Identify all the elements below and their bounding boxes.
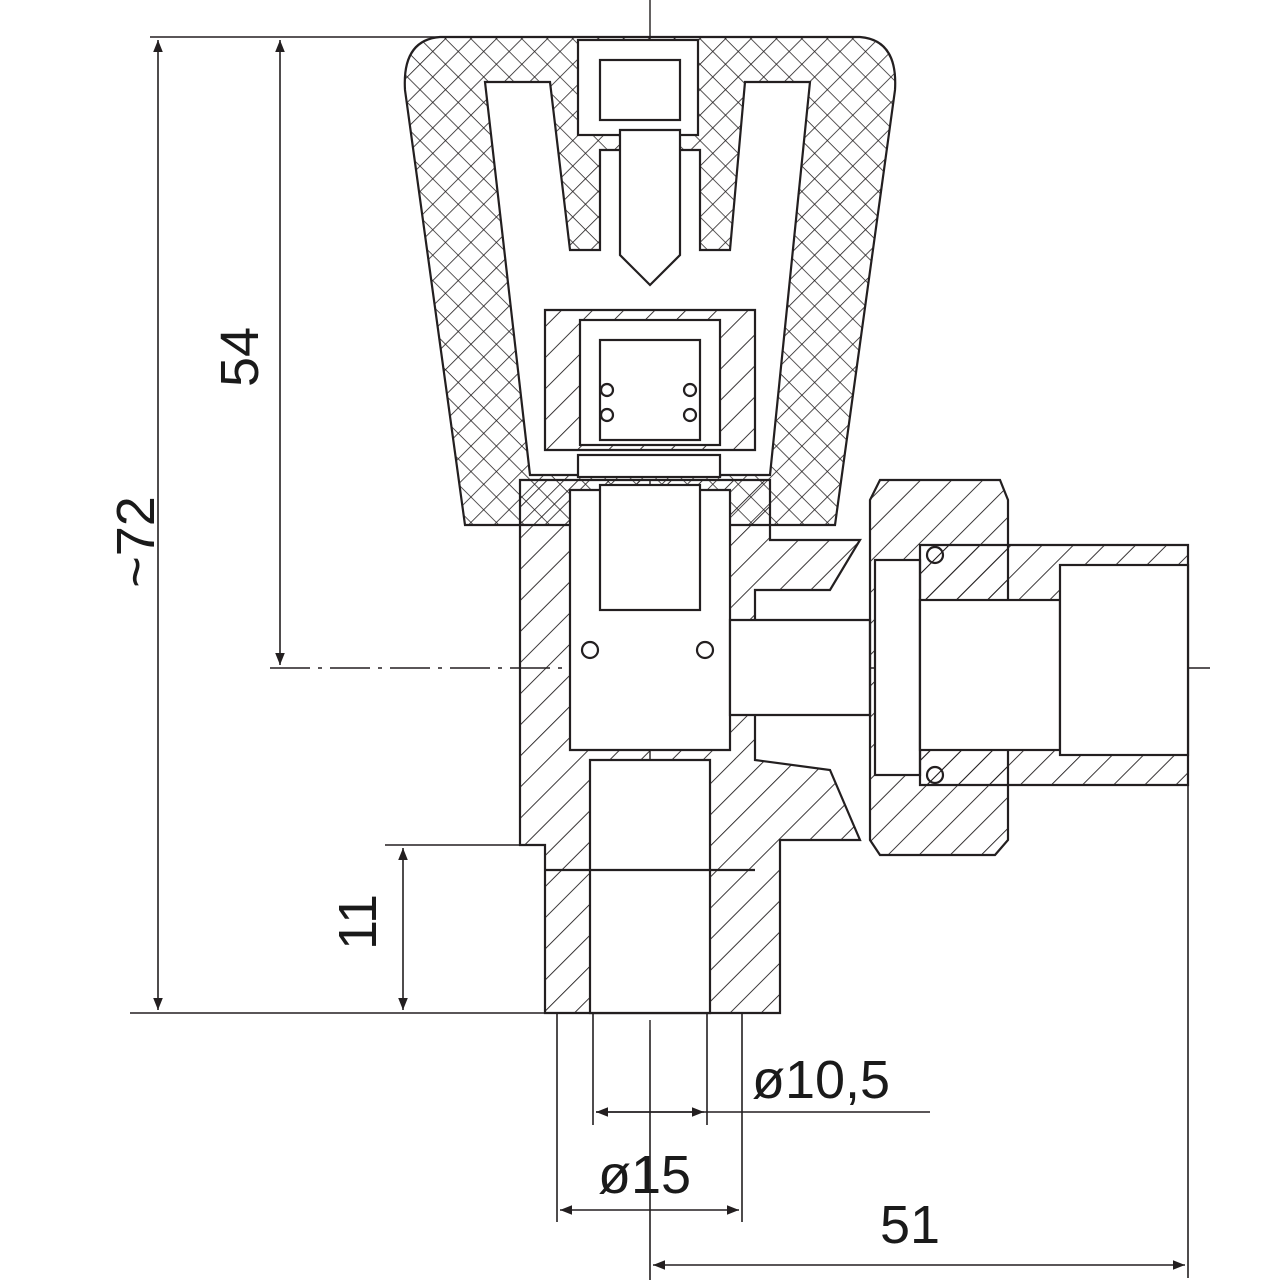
dimension-lines (130, 36, 1189, 1280)
outer-diameter-label: ø15 (598, 1145, 692, 1205)
valve-body (518, 478, 872, 1015)
outlet-length-label: 51 (880, 1195, 941, 1255)
bonnet (543, 308, 757, 479)
handle (403, 35, 897, 527)
overall-height-label: ~72 (105, 496, 166, 588)
inner-diameter-label: ø10,5 (752, 1050, 891, 1110)
thread-length-label: 11 (328, 893, 389, 951)
axis-height-label: 54 (210, 326, 271, 388)
tailpiece (918, 543, 1190, 787)
